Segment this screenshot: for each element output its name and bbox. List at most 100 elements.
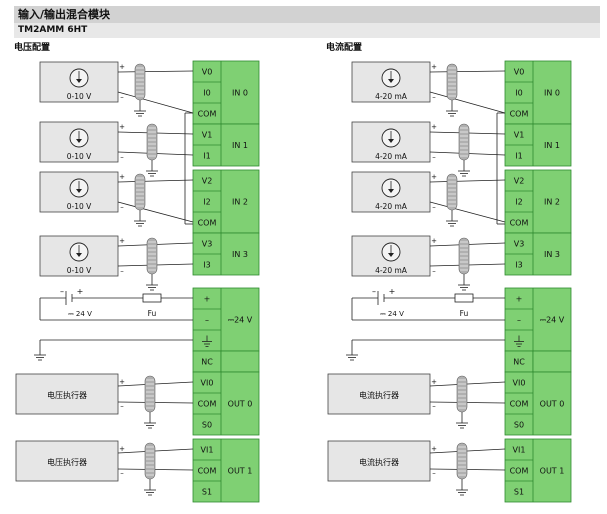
- polarity-minus: –: [432, 93, 436, 101]
- signal-plus-wire: [117, 70, 194, 73]
- terminal-label: COM: [510, 219, 529, 228]
- terminal-group-label: ⎓24 V: [228, 316, 253, 325]
- terminal-label: I0: [515, 89, 522, 98]
- shielded-cable-icon: [446, 63, 458, 117]
- ground-icon: [458, 166, 470, 177]
- source-arrowhead: [388, 253, 394, 257]
- terminal-bg: [504, 371, 572, 436]
- sensor-range-label: 4-20 mA: [375, 152, 408, 161]
- terminal-group-label: IN 1: [232, 141, 248, 150]
- battery-plus: +: [389, 287, 396, 296]
- ground-icon: [456, 485, 468, 496]
- terminal-label: V2: [514, 177, 525, 186]
- analog-sensor: 0-10 V: [39, 61, 119, 103]
- ground-icon: [446, 216, 458, 227]
- fuse-icon: [454, 293, 474, 303]
- terminal-block: NC: [504, 350, 534, 373]
- terminal-label: V3: [514, 240, 525, 249]
- terminal-label: S1: [514, 488, 524, 497]
- fuse-label: Fu: [148, 309, 157, 318]
- terminal-group-label: OUT 1: [540, 467, 565, 476]
- shielded-cable-icon: [446, 173, 458, 227]
- terminal-block: +–⎓24 V: [504, 287, 572, 352]
- cable-shield: [446, 63, 458, 101]
- analog-sensor: 0-10 V: [39, 235, 119, 277]
- terminal-bg: [192, 438, 260, 503]
- battery-label: ⎓ 24 V: [380, 310, 404, 318]
- terminal-label: COM: [198, 219, 217, 228]
- shielded-cable-icon: [456, 442, 468, 496]
- terminal-bg: [504, 287, 572, 352]
- ground-icon: [456, 418, 468, 429]
- terminal-label: VI0: [201, 379, 214, 388]
- voltage-config-heading: 电压配置: [14, 43, 51, 53]
- terminal-group-label: IN 1: [544, 141, 560, 150]
- output-plus-wire: [429, 381, 506, 387]
- terminal-bg: [504, 169, 572, 234]
- signal-minus-wire: [429, 201, 506, 223]
- current-config-heading: 电流配置: [326, 43, 363, 53]
- terminal-label: VI1: [201, 446, 214, 455]
- current-source-icon: [381, 242, 401, 262]
- terminal-label: I2: [203, 198, 210, 207]
- chassis-ground-icon: [514, 335, 524, 347]
- shielded-cable-icon: [144, 375, 156, 429]
- terminal-label: S1: [202, 488, 212, 497]
- cable-shield: [458, 123, 470, 161]
- sensor-range-label: 0-10 V: [67, 266, 92, 275]
- polarity-minus: –: [432, 153, 436, 161]
- current-source-icon: [69, 242, 89, 262]
- cable-shield: [144, 442, 156, 480]
- terminal-label: NC: [201, 358, 213, 367]
- terminal-label: +: [516, 295, 523, 304]
- source-arrowhead: [76, 253, 82, 257]
- ground-icon: [346, 350, 358, 361]
- terminal-bg: [504, 438, 572, 503]
- ground-icon: [144, 418, 156, 429]
- polarity-minus: –: [120, 469, 124, 477]
- ground-icon: [146, 280, 158, 291]
- terminal-label: COM: [198, 400, 217, 409]
- terminal-group-label: OUT 1: [228, 467, 253, 476]
- battery-minus: –: [372, 287, 376, 296]
- actuator: 电流执行器: [327, 373, 431, 415]
- polarity-plus: +: [119, 445, 125, 453]
- terminal-label: COM: [510, 110, 529, 119]
- terminal-label: V0: [202, 68, 213, 77]
- polarity-plus: +: [119, 173, 125, 181]
- ground-icon: [446, 106, 458, 117]
- output-plus-wire: [429, 448, 506, 454]
- polarity-plus: +: [119, 123, 125, 131]
- shielded-cable-icon: [458, 123, 470, 177]
- terminal-label: VI0: [513, 379, 526, 388]
- current-source-icon: [381, 68, 401, 88]
- actuator-label: 电流执行器: [359, 390, 399, 400]
- sensor-range-label: 4-20 mA: [375, 202, 408, 211]
- polarity-minus: –: [120, 267, 124, 275]
- sensor-range-label: 4-20 mA: [375, 92, 408, 101]
- terminal-label: I2: [515, 198, 522, 207]
- cable-shield: [146, 237, 158, 275]
- analog-sensor: 4-20 mA: [351, 235, 431, 277]
- output-minus-wire: [117, 468, 194, 471]
- current-source-icon: [381, 178, 401, 198]
- fuse-label: Fu: [460, 309, 469, 318]
- source-arrowhead: [76, 189, 82, 193]
- output-plus-wire: [117, 448, 194, 454]
- sensor-range-label: 0-10 V: [67, 202, 92, 211]
- signal-minus-wire: [429, 91, 506, 114]
- terminal-bg: [192, 371, 260, 436]
- sensor-range-label: 0-10 V: [67, 152, 92, 161]
- terminal-label: S0: [202, 421, 212, 430]
- terminal-label: I3: [515, 261, 522, 270]
- actuator-box: [15, 373, 119, 415]
- fuse-icon: [142, 293, 162, 303]
- terminal-group-label: OUT 0: [228, 400, 253, 409]
